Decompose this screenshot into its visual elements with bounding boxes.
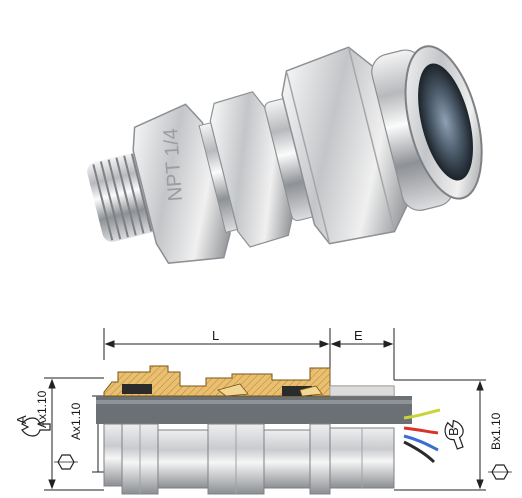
hex-nut-icon xyxy=(54,454,78,470)
dimension-e-label: E xyxy=(354,328,363,343)
dimension-l-label: L xyxy=(212,328,219,343)
dimension-a-factor-label: Ax1.10 xyxy=(35,390,49,428)
bore-opening xyxy=(418,63,473,181)
dimension-l xyxy=(103,328,331,380)
front-nose xyxy=(371,45,483,211)
label-a: A xyxy=(14,415,29,424)
technical-drawing: L E Ax1.10 Ax1.10 A xyxy=(14,328,512,495)
section-lower-half xyxy=(103,423,395,495)
dimension-b xyxy=(394,379,486,491)
wrench-icon xyxy=(21,417,51,437)
engraving-text: NPT 1/4 xyxy=(160,128,187,202)
dimension-b-factor-label: Bx1.10 xyxy=(489,412,503,450)
section-upper-half xyxy=(103,365,395,397)
label-b: B xyxy=(446,427,461,436)
dimension-e xyxy=(330,328,395,380)
dimension-a-inner-label: Ax1.10 xyxy=(69,402,83,440)
cap-nut xyxy=(281,46,409,245)
cable-wires xyxy=(403,408,441,464)
cable-gland-photo: NPT 1/4 xyxy=(87,45,483,264)
wrench-icon-right xyxy=(444,419,464,450)
hex-nut-icon-right xyxy=(488,464,512,480)
